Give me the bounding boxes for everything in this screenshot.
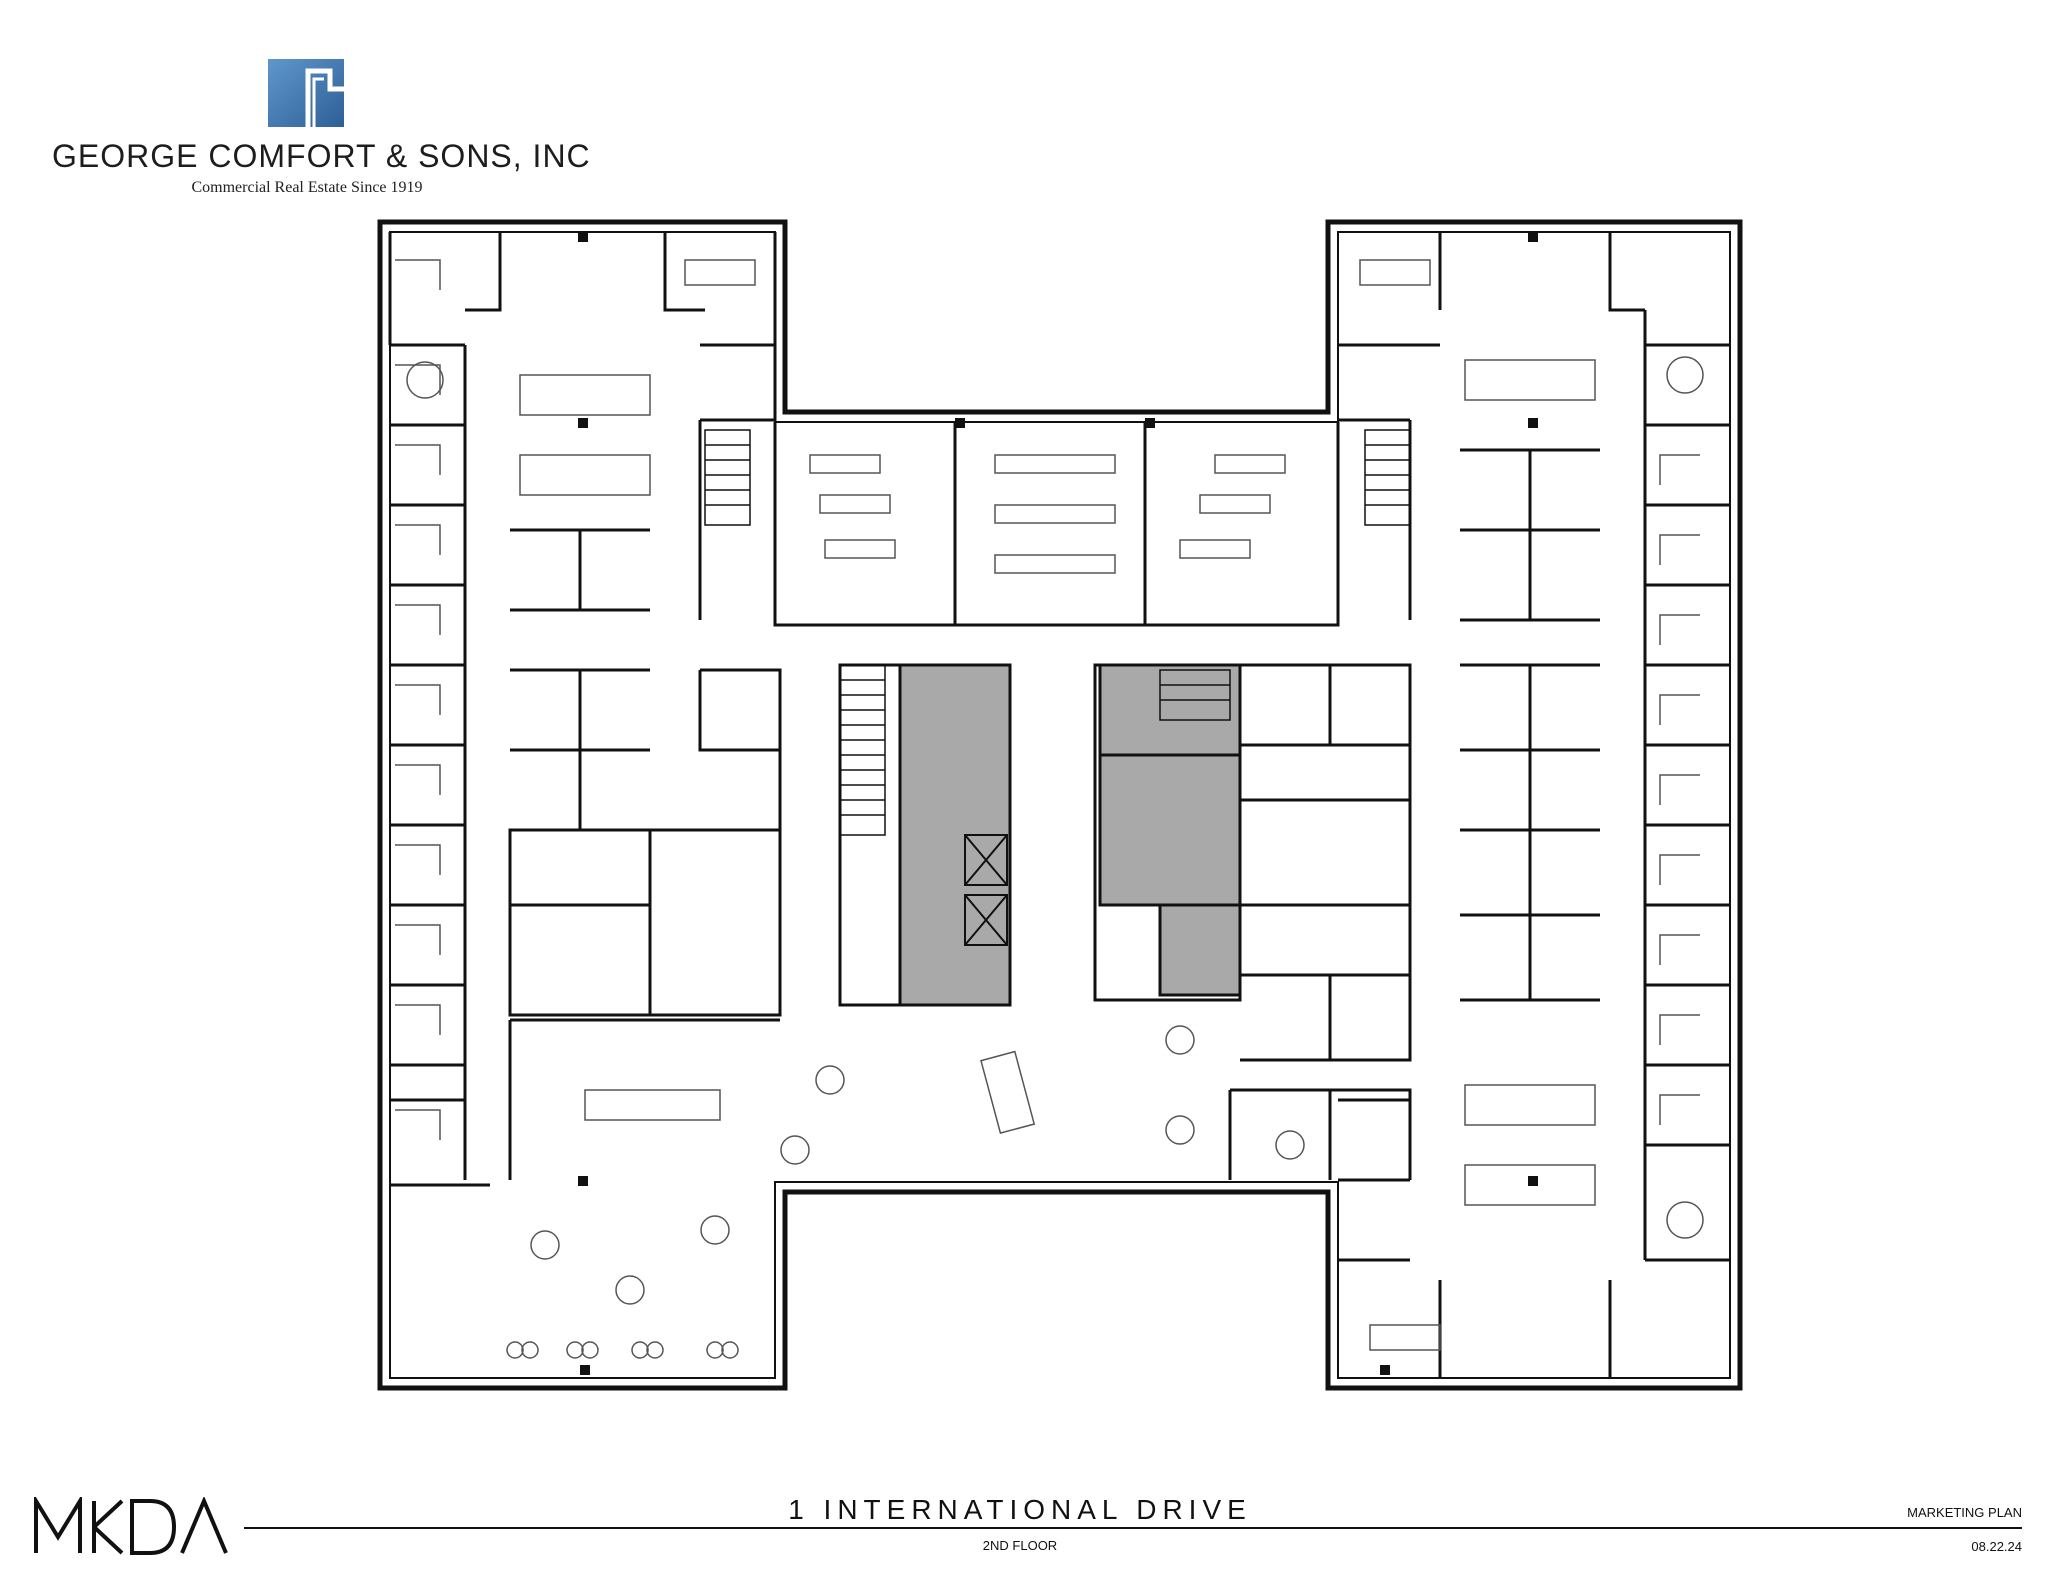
office-desks-left xyxy=(395,259,444,1140)
conference-table xyxy=(1369,1324,1441,1351)
stairs xyxy=(704,429,1411,836)
office-desks-right xyxy=(1659,356,1704,1239)
building-core xyxy=(898,663,1242,1007)
plan-date: 08.22.24 xyxy=(1971,1539,2022,1554)
furniture xyxy=(395,259,1704,1359)
plan-type-label: MARKETING PLAN xyxy=(1907,1505,2022,1520)
conference-table xyxy=(684,259,756,286)
mkda-logo-icon xyxy=(34,1497,228,1555)
title-rule xyxy=(244,1527,2022,1529)
floor-plan xyxy=(377,219,1743,1391)
conference-table xyxy=(1359,259,1431,286)
floor-label: 2ND FLOOR xyxy=(982,1538,1058,1553)
classroom-desks xyxy=(809,454,1286,574)
elevators xyxy=(964,834,1008,946)
project-title: 1 INTERNATIONAL DRIVE xyxy=(788,1494,1252,1525)
company-name: GEORGE COMFORT & SONS, INC xyxy=(52,138,591,174)
lounge-tables xyxy=(530,1025,1305,1305)
open-benching xyxy=(519,359,1596,1206)
company-tagline: Commercial Real Estate Since 1919 xyxy=(191,179,423,196)
interior-partitions xyxy=(388,232,1730,1378)
lounge-seating xyxy=(506,1341,739,1359)
company-logo-icon xyxy=(268,59,344,127)
columns xyxy=(578,232,1538,1375)
exterior-walls xyxy=(377,219,1743,1391)
